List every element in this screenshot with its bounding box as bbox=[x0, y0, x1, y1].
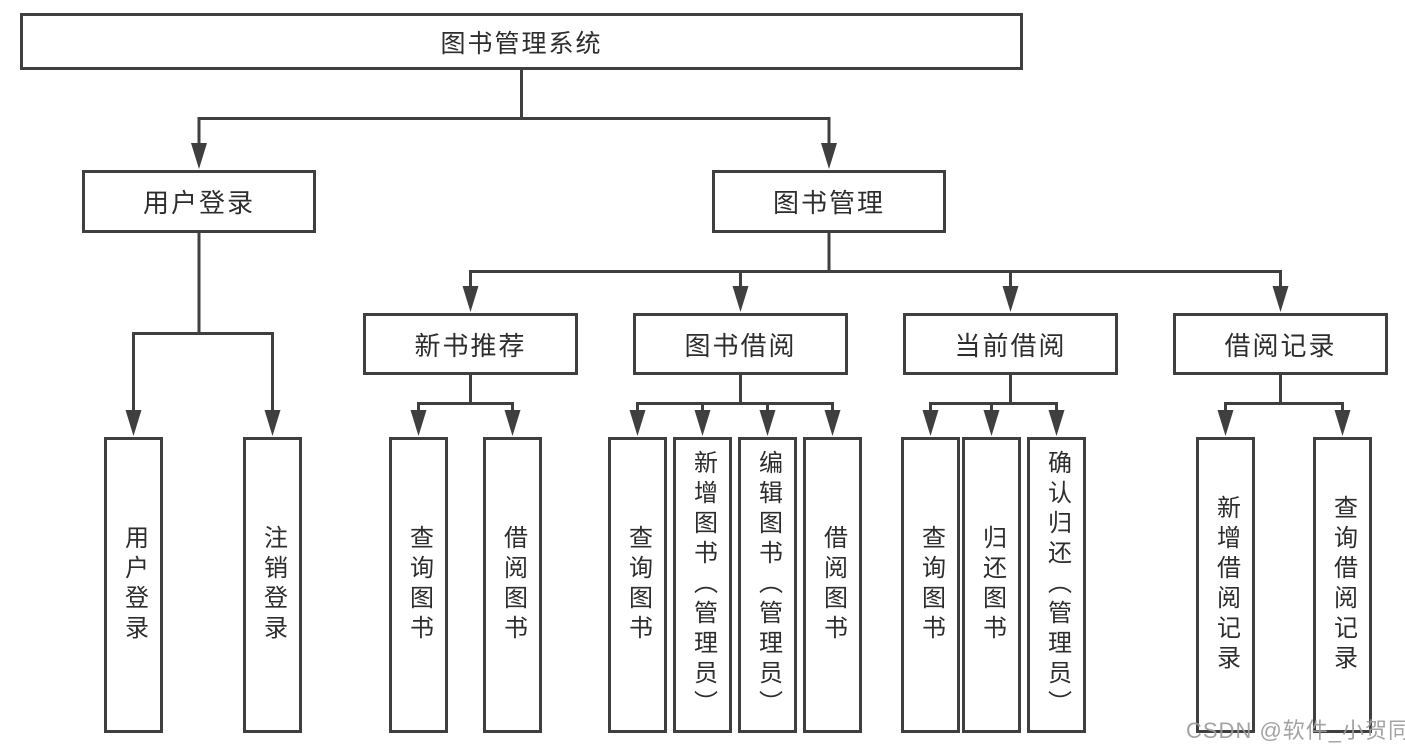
node-label: 借阅记录 bbox=[1224, 330, 1337, 361]
node-label: 图书管理 bbox=[772, 188, 885, 218]
node-label: 当前借阅 bbox=[954, 330, 1067, 361]
arrowhead-icon bbox=[191, 143, 207, 169]
node-leaf-return-books: 归还图书 bbox=[962, 437, 1021, 733]
arrowhead-icon bbox=[1334, 410, 1351, 436]
arrowhead-icon bbox=[462, 286, 479, 312]
arrowhead-icon bbox=[732, 286, 749, 312]
node-leaf-borrow-query-books: 查询图书 bbox=[608, 437, 667, 733]
arrowhead-icon bbox=[922, 410, 939, 436]
node-label: 新增图书（管理员） bbox=[689, 450, 717, 720]
node-label: 查询图书 bbox=[405, 525, 433, 645]
node-leaf-edit-books-admin: 编辑图书（管理员） bbox=[738, 437, 797, 733]
node-label: 新增借阅记录 bbox=[1212, 495, 1240, 675]
node-leaf-logout: 注销登录 bbox=[243, 437, 302, 733]
arrowhead-icon bbox=[824, 410, 841, 436]
node-new-book-recommend: 新书推荐 bbox=[363, 313, 578, 375]
node-label: 查询图书 bbox=[624, 525, 652, 645]
node-leaf-current-query-books: 查询图书 bbox=[901, 437, 960, 733]
arrowhead-icon bbox=[1217, 410, 1234, 436]
node-label: 图书管理系统 bbox=[440, 29, 603, 58]
arrowhead-icon bbox=[821, 143, 837, 169]
node-leaf-add-books-admin: 新增图书（管理员） bbox=[673, 437, 732, 733]
node-label: 查询图书 bbox=[917, 525, 945, 645]
connector-user-login-to-leaves bbox=[132, 233, 274, 411]
csdn-watermark: CSDN @软件_小贺同学 bbox=[1186, 718, 1405, 743]
node-label: 查询借阅记录 bbox=[1329, 495, 1357, 675]
node-leaf-rec-query-books: 查询图书 bbox=[389, 437, 448, 733]
node-current-borrowing: 当前借阅 bbox=[903, 313, 1118, 375]
connector-borrow-records-to-leaves bbox=[1224, 375, 1344, 411]
node-leaf-borrow-books: 借阅图书 bbox=[803, 437, 862, 733]
arrowhead-icon bbox=[759, 410, 776, 436]
node-book-borrowing: 图书借阅 bbox=[633, 313, 848, 375]
arrowhead-icon bbox=[1002, 286, 1019, 312]
arrowhead-icon bbox=[694, 410, 711, 436]
node-label: 注销登录 bbox=[259, 525, 287, 645]
node-user-login: 用户登录 bbox=[82, 170, 316, 233]
node-leaf-rec-borrow-books: 借阅图书 bbox=[483, 437, 542, 733]
node-label: 借阅图书 bbox=[819, 525, 847, 645]
node-leaf-query-borrow-record: 查询借阅记录 bbox=[1313, 437, 1372, 733]
node-label: 确认归还（管理员） bbox=[1043, 450, 1071, 720]
arrowhead-icon bbox=[504, 410, 521, 436]
node-label: 用户登录 bbox=[142, 188, 255, 218]
arrowhead-icon bbox=[1048, 410, 1065, 436]
node-label: 图书借阅 bbox=[684, 330, 797, 361]
node-label: 借阅图书 bbox=[499, 525, 527, 645]
node-root-library-system: 图书管理系统 bbox=[20, 13, 1023, 70]
node-label: 归还图书 bbox=[978, 525, 1006, 645]
node-leaf-add-borrow-record: 新增借阅记录 bbox=[1196, 437, 1255, 733]
arrowhead-icon bbox=[1272, 286, 1289, 312]
arrowhead-icon bbox=[983, 410, 1000, 436]
arrowhead-icon bbox=[410, 410, 427, 436]
node-borrowing-records: 借阅记录 bbox=[1173, 313, 1388, 375]
node-leaf-confirm-return-admin: 确认归还（管理员） bbox=[1027, 437, 1086, 733]
node-label: 新书推荐 bbox=[414, 330, 527, 361]
connector-root-to-level2 bbox=[197, 70, 831, 144]
node-book-management: 图书管理 bbox=[712, 170, 946, 233]
connector-new-book-rec-to-leaves bbox=[417, 375, 514, 411]
connector-current-borrow-to-leaves bbox=[929, 375, 1058, 411]
node-label: 编辑图书（管理员） bbox=[754, 450, 782, 720]
node-leaf-user-login: 用户登录 bbox=[104, 437, 163, 733]
arrowhead-icon bbox=[125, 410, 142, 436]
arrowhead-icon bbox=[264, 410, 281, 436]
arrowhead-icon bbox=[629, 410, 646, 436]
connector-book-mgmt-to-level3 bbox=[469, 233, 1282, 287]
node-label: 用户登录 bbox=[120, 525, 148, 645]
connector-book-borrow-to-leaves bbox=[636, 375, 834, 411]
